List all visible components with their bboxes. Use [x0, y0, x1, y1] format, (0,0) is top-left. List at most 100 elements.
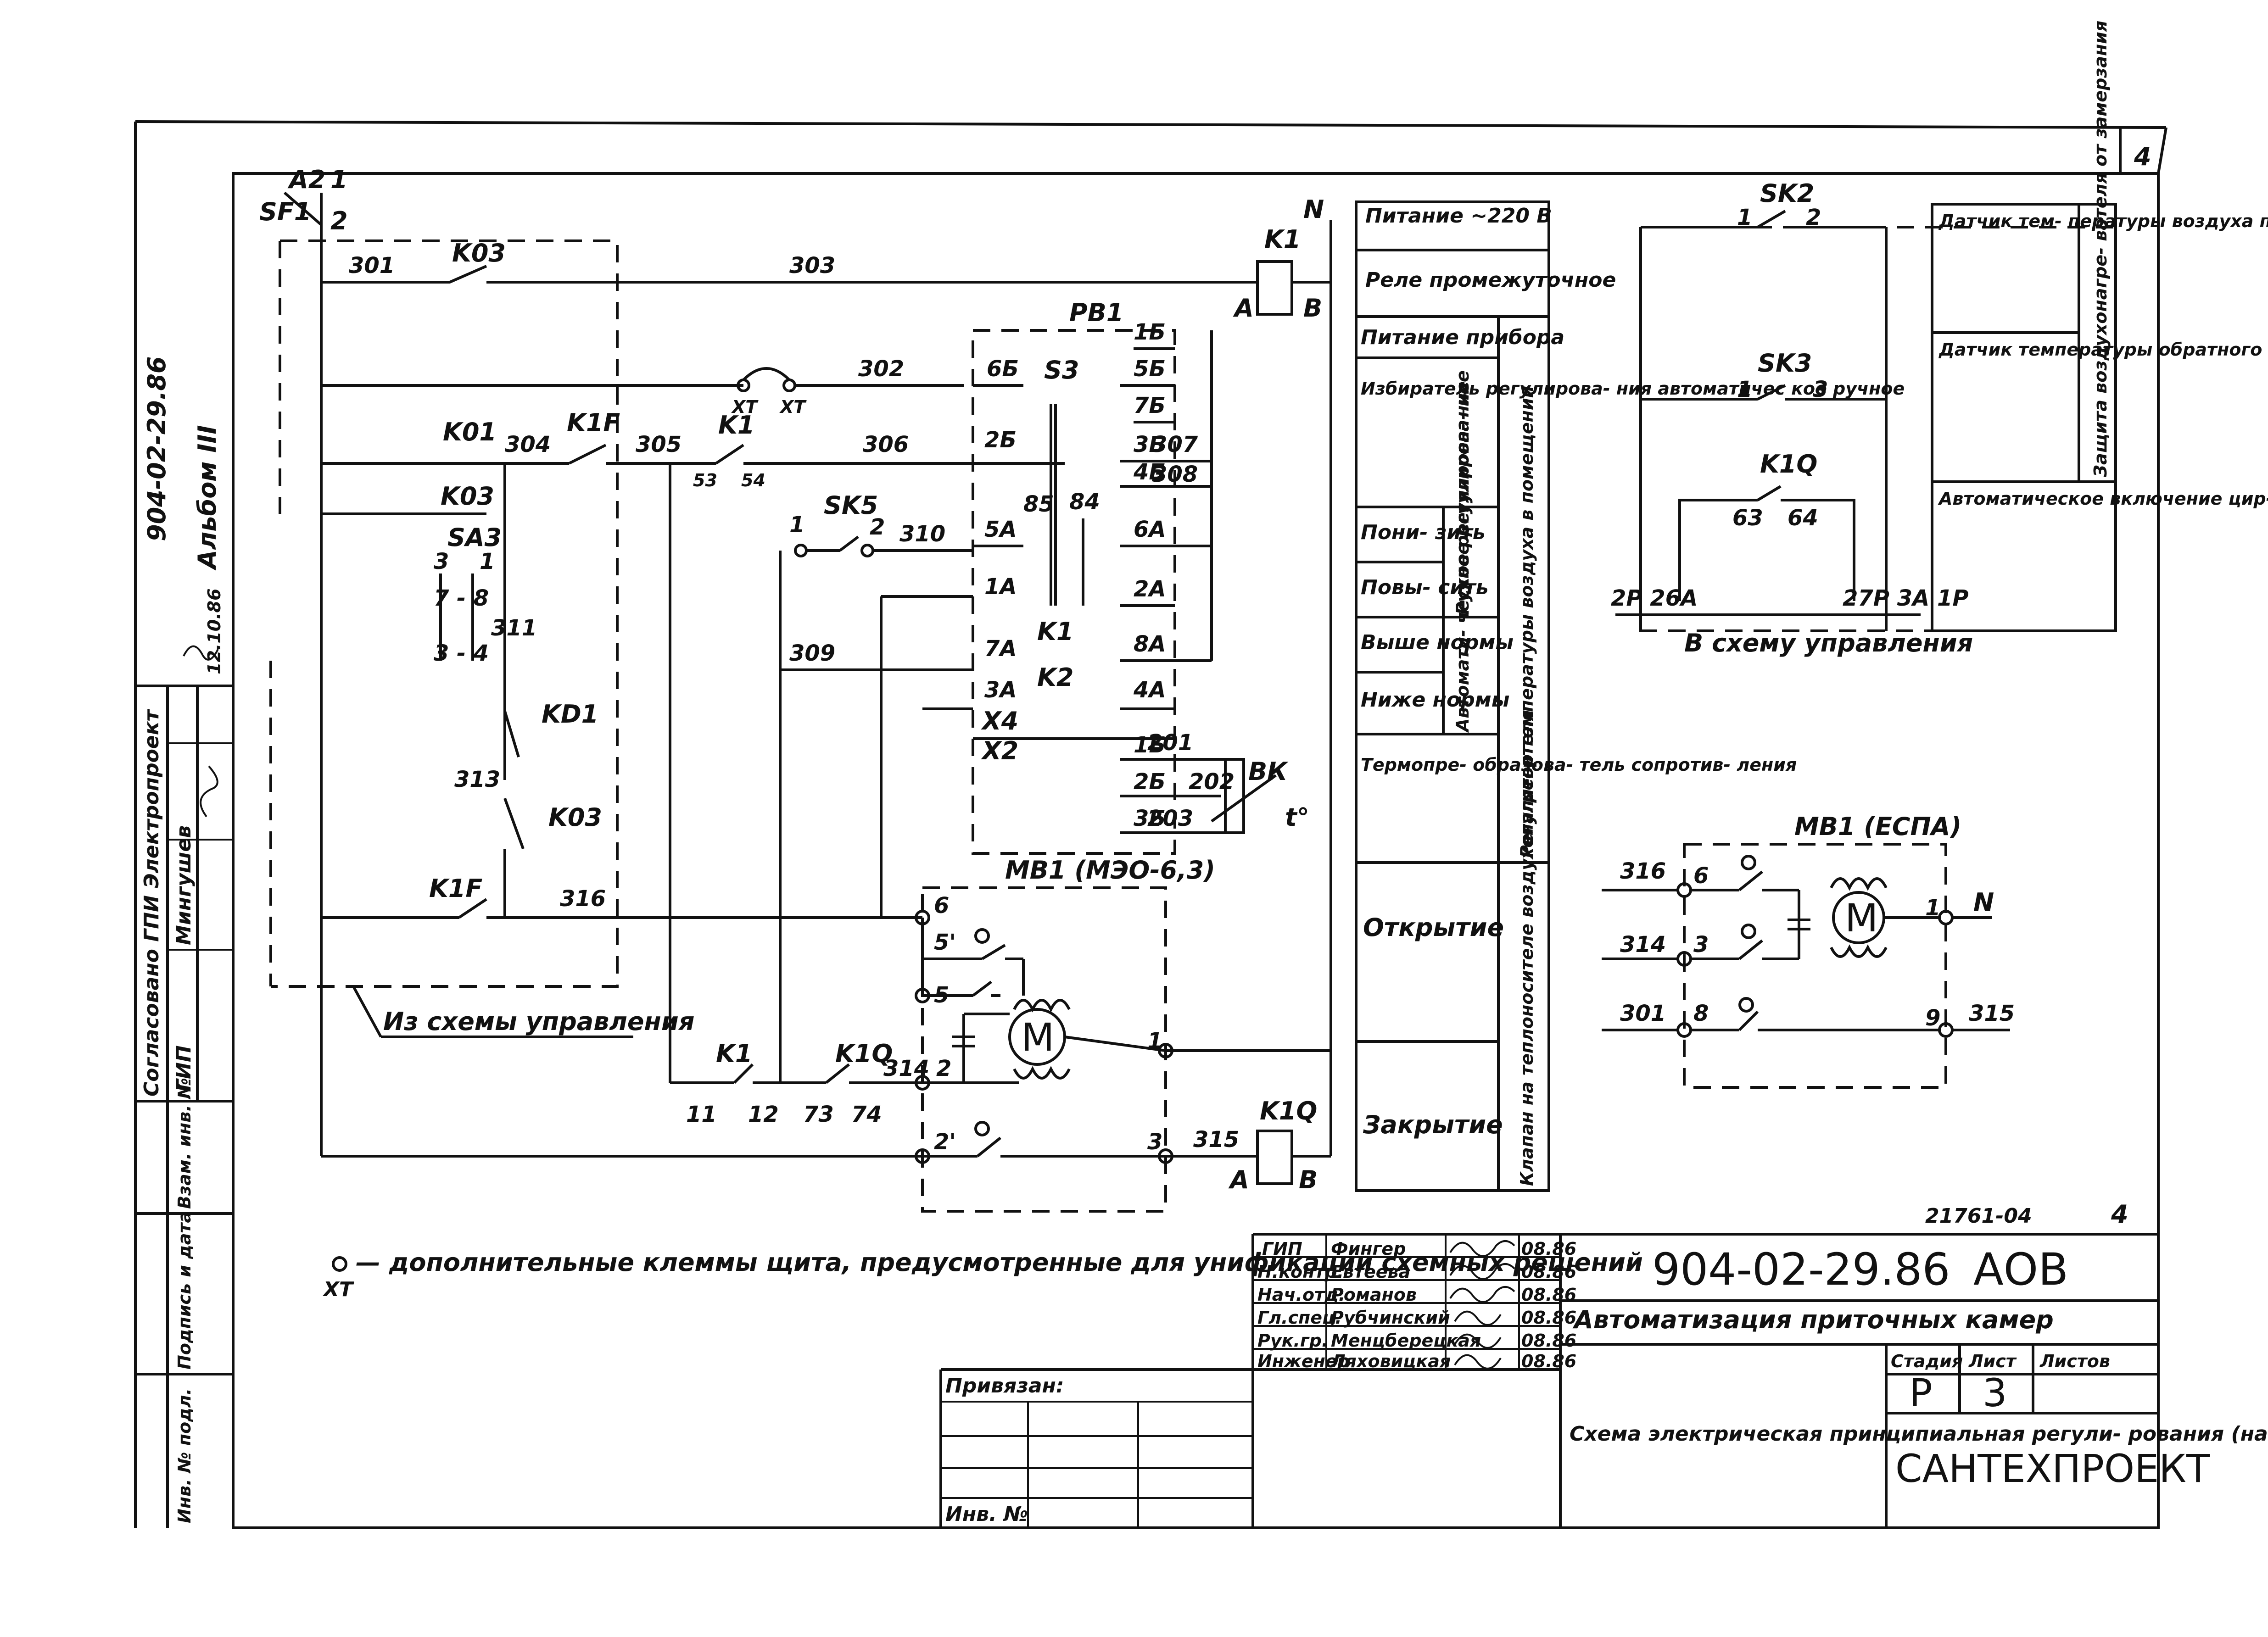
sk5-contact	[839, 535, 859, 552]
ft-row-intermediate-relay: Реле промежуточное	[1365, 268, 1616, 292]
regulator-label: PB1	[1069, 298, 1123, 327]
wire-label-201: 201	[1147, 730, 1193, 756]
wire-label-306: 306	[863, 432, 909, 457]
tb-date-3: 08.86	[1521, 1308, 1576, 1328]
k1q-right-wire-a	[1678, 499, 1758, 601]
sheet-number-bottom: 4	[2111, 1200, 2128, 1229]
relay-k1-coil	[1256, 260, 1293, 316]
k1q-right-contact	[1757, 485, 1782, 501]
legend-text: — дополнительные клеммы щита, предусмотр…	[356, 1248, 1643, 1277]
album-name: Альбом III	[193, 425, 222, 571]
tb-mark: АОВ	[1973, 1244, 2068, 1295]
wire-label-203: 203	[1147, 806, 1193, 831]
sa3-terminal-1: 1	[480, 549, 495, 574]
espa-wire-314: 314	[1620, 932, 1666, 958]
sk3-contact	[1757, 384, 1786, 401]
tb-name-5: Ляховицкая	[1330, 1351, 1451, 1371]
sk3-terminal-3: 3	[1813, 377, 1828, 402]
k03-contact-a	[449, 265, 487, 284]
regulator-x2: X2	[981, 736, 1018, 765]
wire-label-308: 308	[1152, 462, 1198, 487]
sk3-terminal-1: 1	[1737, 377, 1752, 402]
pb1-pin-3b: 3Б	[1134, 432, 1166, 457]
sensor-bk-label: ВК	[1248, 757, 1289, 786]
mb1-label-6: 6	[934, 893, 949, 919]
wire-label-310: 310	[899, 521, 945, 547]
pb1-pin-4b: 4Б	[1133, 459, 1166, 485]
title-block-grid	[939, 1233, 2158, 1528]
switch-sa3: SA3	[447, 523, 502, 552]
mb1-internal-wiring	[921, 918, 1331, 1158]
stamp-gip: ГИП	[172, 1045, 196, 1092]
wire-label-301: 301	[349, 253, 395, 278]
wire-label-302: 302	[858, 356, 904, 382]
tb-role-5: Инженер	[1257, 1351, 1350, 1371]
k1q-right-terminal-64: 64	[1788, 505, 1818, 531]
ft-auto-control: Автомати- ческое регулирова- ние	[1452, 381, 1473, 733]
stamp-inv-col-2: Подпись и дата	[174, 1211, 195, 1370]
sf1-term-1: 1	[330, 165, 348, 194]
tb-name-3: Рубчинский	[1331, 1308, 1450, 1328]
to-control-scheme: В схему управления	[1684, 629, 1973, 657]
sheet-frame	[134, 120, 2167, 1529]
title-block-signatures	[1449, 1240, 1515, 1370]
relay-k1-a: A	[1233, 294, 1254, 323]
pb1-pin-2a: 2А	[1134, 576, 1166, 602]
wire-label-303: 303	[789, 253, 835, 278]
sf1-term-a2: A2	[287, 165, 325, 194]
tb-date-5: 08.86	[1521, 1351, 1576, 1371]
relay-k1q-a: A	[1228, 1165, 1249, 1194]
legend-xt: XT	[322, 1278, 354, 1301]
sa3-terminal-3: 3	[434, 549, 449, 574]
wire-label-307: 307	[1152, 432, 1198, 457]
actuator-mb1-label: МВ1 (МЭО-6,3)	[1005, 856, 1215, 885]
pb1-pin-1b-x2: 1Б	[1134, 732, 1166, 758]
tb-stage-label: Стадия	[1891, 1351, 1963, 1371]
stamp-inv-col-3: Взам. инв. №	[174, 1078, 195, 1209]
pb1-pin-7b: 7Б	[1134, 393, 1166, 418]
frost-terminal-right: 27Р 3А 1Р	[1843, 585, 1969, 611]
actuator-mb1-espa-label: МВ1 (ЕСПА)	[1794, 812, 1961, 841]
sk5-label-1: 1	[789, 512, 804, 538]
tb-role-1: Н.контр.	[1257, 1262, 1344, 1282]
k1q-right-wire-b	[1781, 499, 1855, 601]
pb1-pin-7a: 7А	[984, 636, 1017, 662]
frost-note-sk3: Датчик температуры обратного теплоноси- …	[1938, 340, 2268, 360]
wire-label-314: 314	[883, 1056, 929, 1081]
sk5-terminal-1	[794, 544, 808, 557]
regulator-pin-84: 84	[1069, 489, 1100, 515]
frost-note-sk2: Датчик тем- пературы воздуха перед возду…	[1938, 211, 2268, 231]
contact-k1q-right: K1Q	[1760, 450, 1817, 479]
espa-motor-label: M	[1845, 896, 1878, 941]
wire-label-315: 315	[1193, 1127, 1239, 1153]
sk2-contact	[1757, 210, 1786, 228]
tb-sheet: 3	[1983, 1370, 2007, 1415]
tb-privyazan: Привязан:	[945, 1374, 1064, 1398]
stamp-approved: Согласовано ГПИ Электропроект	[140, 708, 163, 1097]
espa-label-3: 3	[1693, 932, 1709, 958]
contact-kd1: KD1	[542, 700, 598, 729]
sk2-terminal-1: 1	[1737, 205, 1752, 230]
tb-sheet-label: Лист	[1968, 1351, 2017, 1371]
xt-terminal-2	[782, 379, 796, 392]
espa-terminal-1	[1938, 910, 1954, 925]
wire-label-313: 313	[454, 767, 500, 792]
pb1-pin-6a: 6А	[1134, 517, 1166, 542]
mb1-motor-label: M	[1021, 1015, 1054, 1060]
pb1-pin-2b: 2Б	[984, 427, 1017, 453]
tb-role-3: Гл.спец.	[1257, 1308, 1342, 1328]
contact-k1-b: K1	[716, 1039, 752, 1068]
espa-internal-wiring	[1691, 855, 1939, 1031]
ft-group-valve: Клапан на теплоносителе воздухонагревате…	[1517, 710, 1537, 1186]
tb-name-0: Фингер	[1331, 1239, 1406, 1259]
k1-contact-11-12	[733, 1063, 754, 1084]
k1q-a-terminal-74: 74	[851, 1102, 882, 1127]
mb1-label-2p: 2'	[934, 1129, 956, 1155]
tb-inv-no: Инв. №	[945, 1503, 1028, 1526]
espa-label-9: 9	[1925, 1005, 1940, 1031]
frost-note-pump: Автоматическое включение цир- куляционно…	[1938, 489, 2268, 509]
k1-contact-53-54	[715, 444, 744, 465]
regulator-pin-85: 85	[1023, 491, 1054, 517]
legend-terminal-symbol	[332, 1256, 347, 1272]
